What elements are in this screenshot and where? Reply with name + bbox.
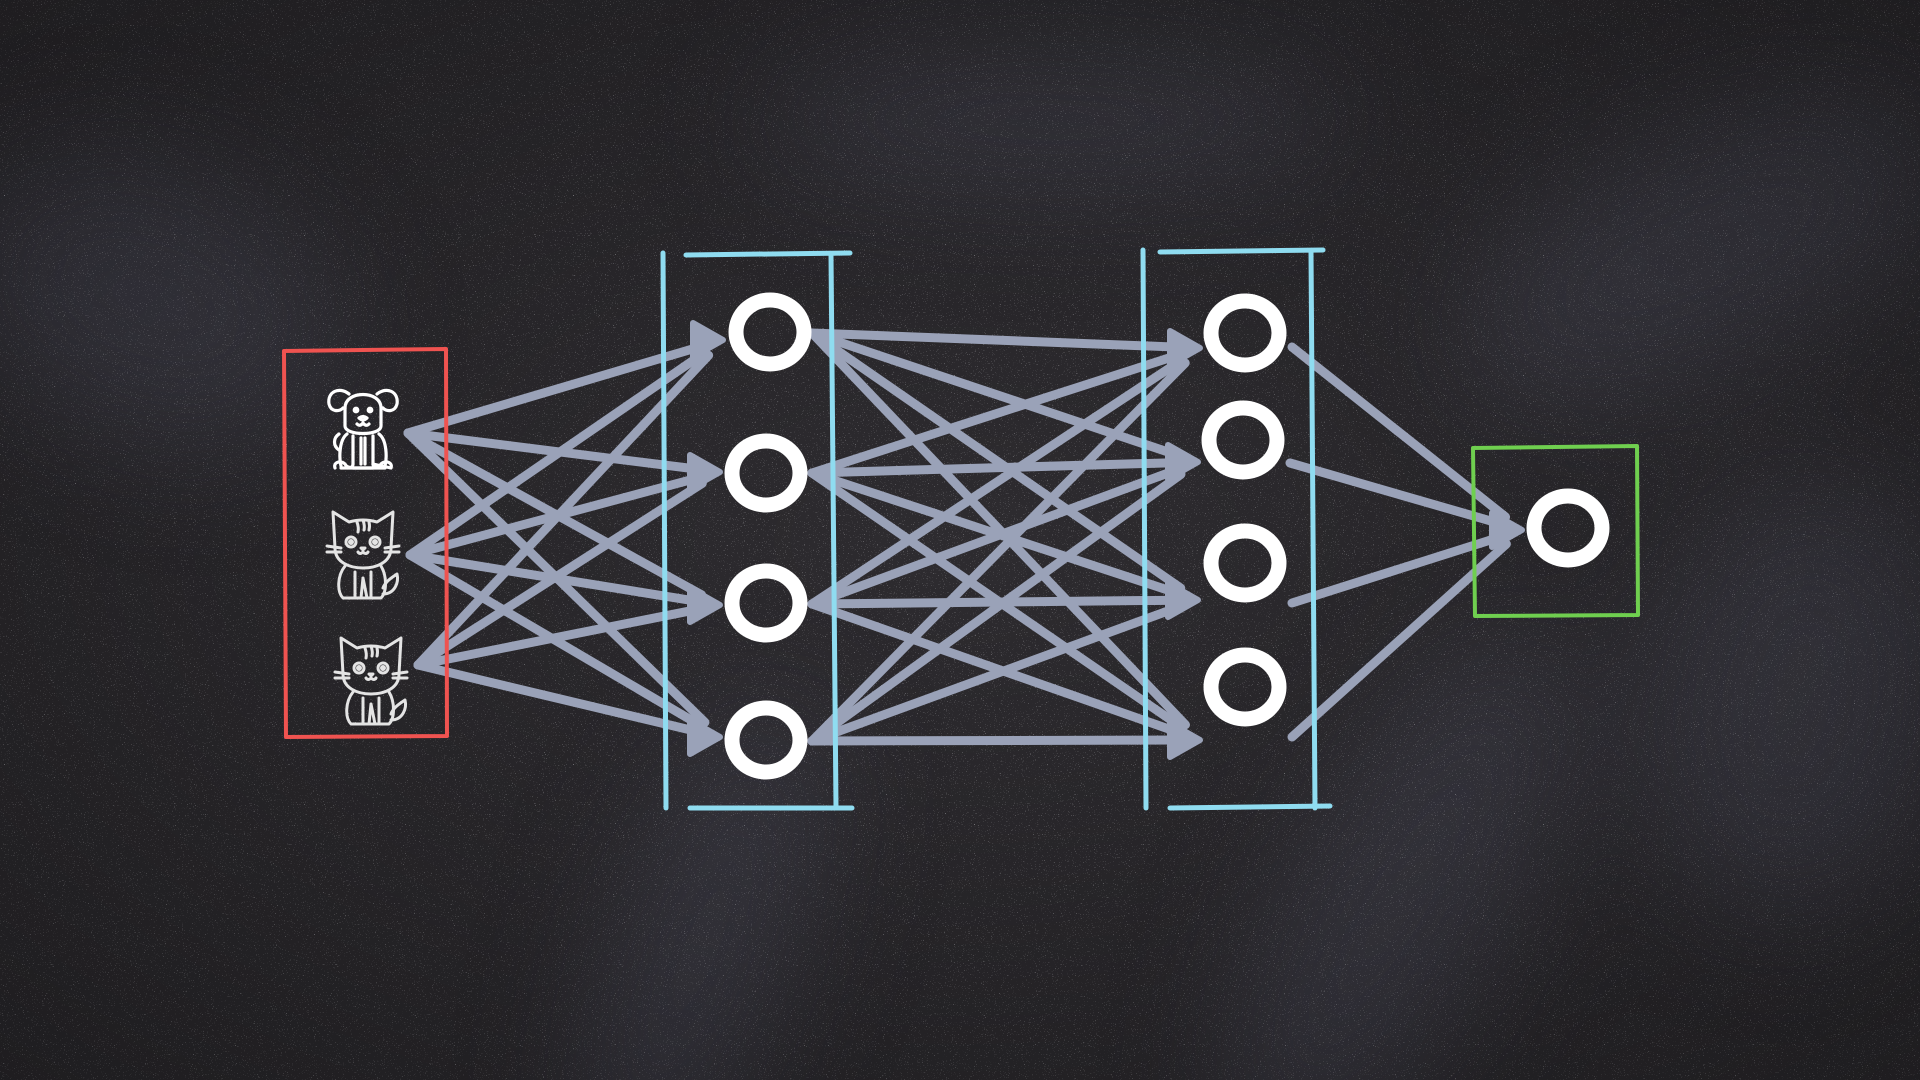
neuron-l1-1 [728,292,812,372]
arrowhead-icon [690,320,726,360]
arrowhead-icon [1489,510,1525,550]
dog-icon [327,388,399,470]
input-icons [325,388,409,726]
connection-arrow [807,595,1182,609]
connection-arrow [807,458,1182,478]
arrowhead-icon [687,452,723,492]
layer-boxes [282,247,1640,811]
neuron-l2-1 [1203,293,1287,373]
connection-arrow [1285,458,1507,529]
connection-arrow [413,660,705,737]
connection-arrow [807,328,1184,352]
neuron-l2-2 [1201,400,1285,480]
connection-arrow [807,464,1183,609]
connection-arrow [807,328,1191,730]
arrowhead-icon [687,585,723,625]
arrowhead-icon [687,717,723,757]
arrowhead-icon [1167,328,1203,368]
neuron-l2-3 [1203,523,1287,603]
hidden-layer-2-box [1140,247,1333,811]
output-neuron [1526,488,1610,568]
neuron-l1-3 [724,563,808,643]
connections [403,320,1525,760]
connection-arrow [1287,539,1511,742]
connection-arrow [1287,531,1507,608]
connection-arrow [807,358,1190,746]
arrowhead-icon [1167,720,1203,760]
connection-arrow [807,355,1187,609]
connection-arrow [403,341,708,438]
cat-icon [333,636,409,726]
neuron-l1-2 [724,433,808,513]
connection-arrow [807,469,1186,746]
connection-arrow [413,350,714,670]
connection-arrow [807,349,1185,478]
connection-arrow [807,735,1184,746]
input-layer-box [282,347,449,739]
arrowhead-icon [1165,580,1201,620]
arrowhead-icon [1165,442,1201,482]
connection-arrow [413,604,704,670]
neuron-l1-4 [724,700,808,780]
hidden-layer-1-box [660,250,855,811]
cat-icon [325,510,401,600]
connection-arrow [405,347,711,560]
connection-arrow [807,599,1185,738]
connection-arrow [807,328,1186,593]
neurons [724,292,1610,780]
connection-arrow [807,602,1183,746]
output-layer-box [1471,444,1640,618]
connection-arrow [1287,342,1511,522]
neuron-l2-4 [1203,647,1287,727]
connection-arrow [413,478,707,670]
